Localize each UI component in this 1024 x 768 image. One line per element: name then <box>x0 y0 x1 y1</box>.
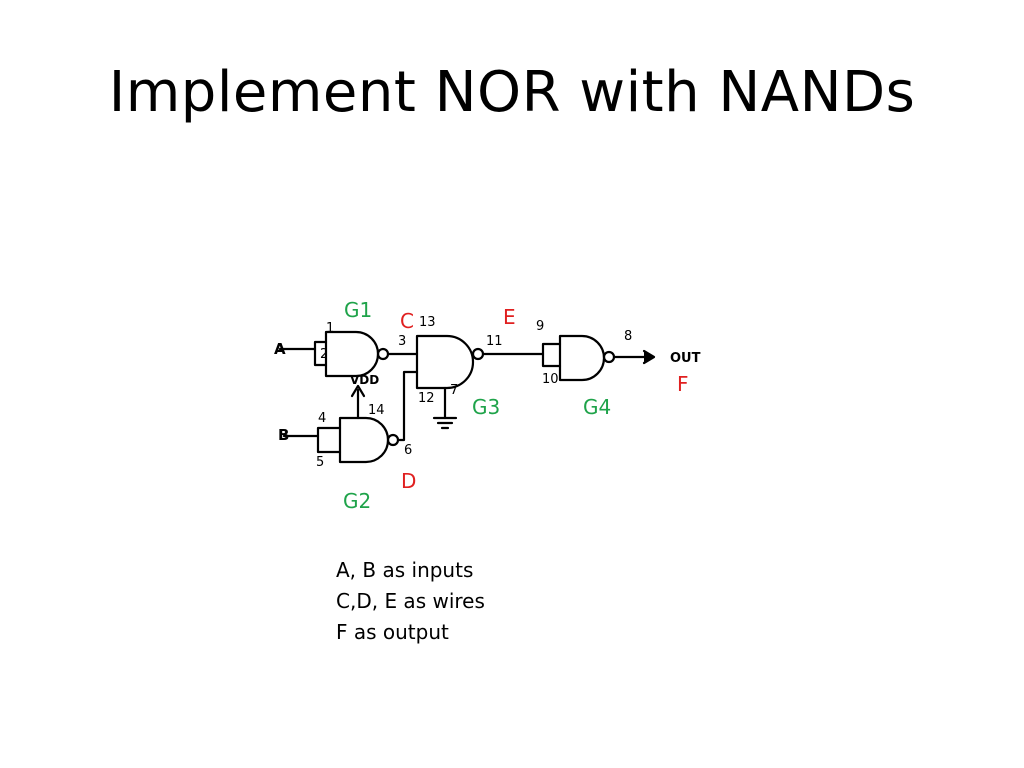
pin-14: 14 <box>368 403 385 418</box>
slide-notes: A, B as inputs C,D, E as wires F as outp… <box>336 555 485 648</box>
g1-gate-body <box>324 330 380 378</box>
wire-label-f: F <box>677 372 689 396</box>
wire-label-d: D <box>401 469 416 493</box>
gate-label-g1: G1 <box>344 298 372 322</box>
wire-label-c: C <box>400 309 414 333</box>
pin-10: 10 <box>542 372 559 387</box>
input-b-label: B <box>278 426 289 444</box>
pin-9: 9 <box>536 319 544 334</box>
pin-8: 8 <box>624 329 632 344</box>
slide-title: Implement NOR with NANDs <box>108 60 916 125</box>
note-line: A, B as inputs <box>336 558 474 582</box>
nor-from-nand-circuit: 1 2 3 13 11 12 7 9 8 10 4 5 14 6 A B VDD… <box>260 290 720 520</box>
g3-bubble <box>471 347 485 361</box>
wire-label-e: E <box>503 305 516 329</box>
g3-gate-body <box>415 334 475 390</box>
g2-gate-body <box>338 416 390 464</box>
pin-5: 5 <box>316 455 324 470</box>
gate-label-g3: G3 <box>472 395 500 419</box>
pin-2: 2 <box>320 347 328 362</box>
pin-3: 3 <box>398 334 406 349</box>
g4-bubble <box>602 350 616 364</box>
g2-bubble <box>386 433 400 447</box>
pin-1: 1 <box>326 321 334 336</box>
input-a-label: A <box>274 340 286 358</box>
pin-4: 4 <box>318 411 326 426</box>
pin-13: 13 <box>419 315 436 330</box>
g1-bubble <box>376 347 390 361</box>
output-label: OUT <box>670 351 701 366</box>
circuit-svg: 1 2 3 13 11 12 7 9 8 10 4 5 14 6 A B VDD… <box>274 298 701 513</box>
supply-label: VDD <box>350 373 379 387</box>
g4-gate-body <box>558 334 606 382</box>
pin-12: 12 <box>418 391 435 406</box>
gate-label-g2: G2 <box>343 489 371 513</box>
pin-11: 11 <box>486 334 503 349</box>
pin-7: 7 <box>450 383 458 398</box>
note-line: F as output <box>336 620 449 644</box>
pin-6: 6 <box>404 443 412 458</box>
note-line: C,D, E as wires <box>336 589 485 613</box>
gate-label-g4: G4 <box>583 395 611 419</box>
